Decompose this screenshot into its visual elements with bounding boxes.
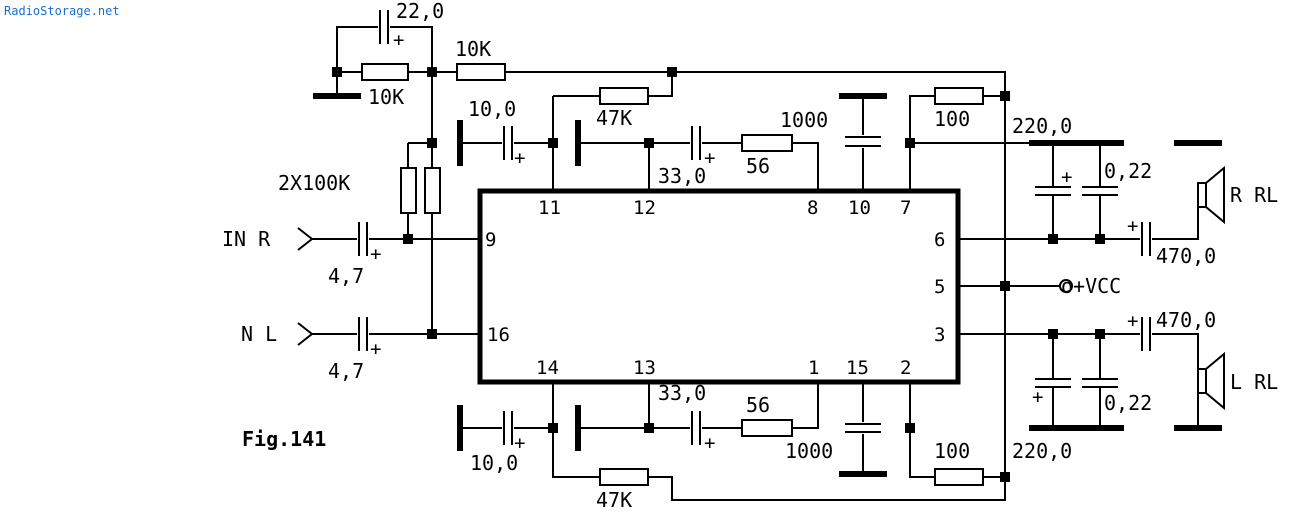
label-c-out-l: 470,0 <box>1156 308 1216 332</box>
resistors <box>361 63 984 486</box>
svg-text:+: + <box>370 243 381 265</box>
pin-14-label: 14 <box>536 357 559 379</box>
capacitor-pin12 <box>691 126 701 160</box>
vcc-label: o+VCC <box>1061 274 1121 298</box>
resistor-bias-left <box>424 167 441 214</box>
pin-13-label: 13 <box>633 357 656 379</box>
pin-6-label: 6 <box>934 229 945 251</box>
resistor-top-series <box>456 63 506 81</box>
label-c-pin15: 1000 <box>785 439 833 463</box>
pin-8-label: 8 <box>807 197 818 219</box>
svg-text:+: + <box>1127 310 1138 332</box>
label-r-bias-pair: 2X100K <box>278 171 350 195</box>
capacitor-snub-l <box>1082 378 1118 388</box>
label-c-pin7: 220,0 <box>1012 114 1072 138</box>
svg-text:+: + <box>514 147 525 169</box>
label-c-out-r: 470,0 <box>1156 244 1216 268</box>
pin-2-label: 2 <box>900 357 911 379</box>
capacitors <box>358 10 1151 445</box>
label-c-pin12: 33,0 <box>658 164 706 188</box>
pin-10-label: 10 <box>848 197 871 219</box>
label-c-pin13: 33,0 <box>658 381 706 405</box>
pin-11-label: 11 <box>538 197 561 219</box>
speaker-right <box>1197 165 1225 225</box>
ic-pin-labels: 11 12 8 10 7 9 16 6 5 3 14 13 1 15 2 <box>485 197 945 379</box>
polarity-marks: + + + + + + + + + + + <box>370 29 1138 454</box>
label-r-pin2: 100 <box>934 439 970 463</box>
pin-16-label: 16 <box>487 324 510 346</box>
pin-12-label: 12 <box>633 197 656 219</box>
capacitor-out-l <box>1141 317 1151 351</box>
label-c-snub-r: 0,22 <box>1104 159 1152 183</box>
label-r-top-series: 10K <box>455 37 491 61</box>
resistor-pin12 <box>741 134 793 152</box>
svg-text:+: + <box>393 29 404 51</box>
label-c-pin2: 220,0 <box>1012 439 1072 463</box>
capacitor-pin11 <box>503 126 513 160</box>
svg-text:+: + <box>1127 215 1138 237</box>
label-r-top-shunt: 10K <box>368 85 404 109</box>
label-c-in-l: 4,7 <box>328 359 364 383</box>
svg-text:+: + <box>1061 166 1072 188</box>
resistor-pin2 <box>934 468 984 486</box>
label-r-pin14: 47K <box>596 488 632 512</box>
capacitor-pin10 <box>845 136 881 147</box>
figure-caption: Fig.141 <box>242 427 326 451</box>
label-r-pin12: 56 <box>746 154 770 178</box>
svg-text:+: + <box>514 432 525 454</box>
wires <box>297 26 1199 501</box>
pin-9-label: 9 <box>485 229 496 251</box>
resistor-pin13 <box>741 419 793 437</box>
pin-7-label: 7 <box>900 197 911 219</box>
input-right-label: IN R <box>222 227 271 251</box>
capacitor-pin15 <box>845 423 881 433</box>
capacitor-top-feedback <box>379 10 389 44</box>
label-c-feedback-top: 22,0 <box>396 0 444 23</box>
label-c-snub-l: 0,22 <box>1104 391 1152 415</box>
vcc-terminal <box>1059 279 1073 293</box>
pin-3-label: 3 <box>934 324 945 346</box>
label-c-pin14: 10,0 <box>470 451 518 475</box>
label-c-in-r: 4,7 <box>328 264 364 288</box>
resistor-pin11 <box>599 87 649 105</box>
capacitor-pin7 <box>1035 186 1071 196</box>
ic-body <box>477 188 961 385</box>
label-r-pin7: 100 <box>934 107 970 131</box>
pin-15-label: 15 <box>846 357 869 379</box>
capacitor-in-l <box>358 317 368 351</box>
label-r-pin13: 56 <box>746 393 770 417</box>
input-left-label: N L <box>241 322 277 346</box>
speaker-left <box>1197 351 1225 411</box>
resistor-pin14 <box>599 468 649 486</box>
resistor-pin7 <box>934 87 984 105</box>
junctions <box>332 67 1105 482</box>
capacitor-out-r <box>1141 222 1151 256</box>
speaker-left-label: L RL <box>1230 370 1278 394</box>
capacitor-pin13 <box>691 411 701 445</box>
watermark: RadioStorage.net <box>4 4 120 18</box>
ground-bars <box>313 93 1222 477</box>
svg-text:+: + <box>704 432 715 454</box>
svg-text:+: + <box>370 338 381 360</box>
svg-text:+: + <box>1032 386 1043 408</box>
capacitor-pin14 <box>503 411 513 445</box>
pin-5-label: 5 <box>934 276 945 298</box>
label-c-pin10: 1000 <box>780 108 828 132</box>
pin-1-label: 1 <box>808 357 819 379</box>
speaker-right-label: R RL <box>1230 183 1278 207</box>
resistor-bias-right <box>400 167 417 214</box>
svg-text:+: + <box>704 147 715 169</box>
label-c-pin11: 10,0 <box>468 97 516 121</box>
capacitor-snub-r <box>1082 186 1118 196</box>
component-labels: 22,0 10K 10K 2X100K 4,7 4,7 10,0 47K 33,… <box>278 0 1216 512</box>
label-r-pin11: 47K <box>596 106 632 130</box>
capacitor-pin2 <box>1035 378 1071 388</box>
capacitor-in-r <box>358 222 368 256</box>
resistor-top-shunt <box>361 63 409 81</box>
